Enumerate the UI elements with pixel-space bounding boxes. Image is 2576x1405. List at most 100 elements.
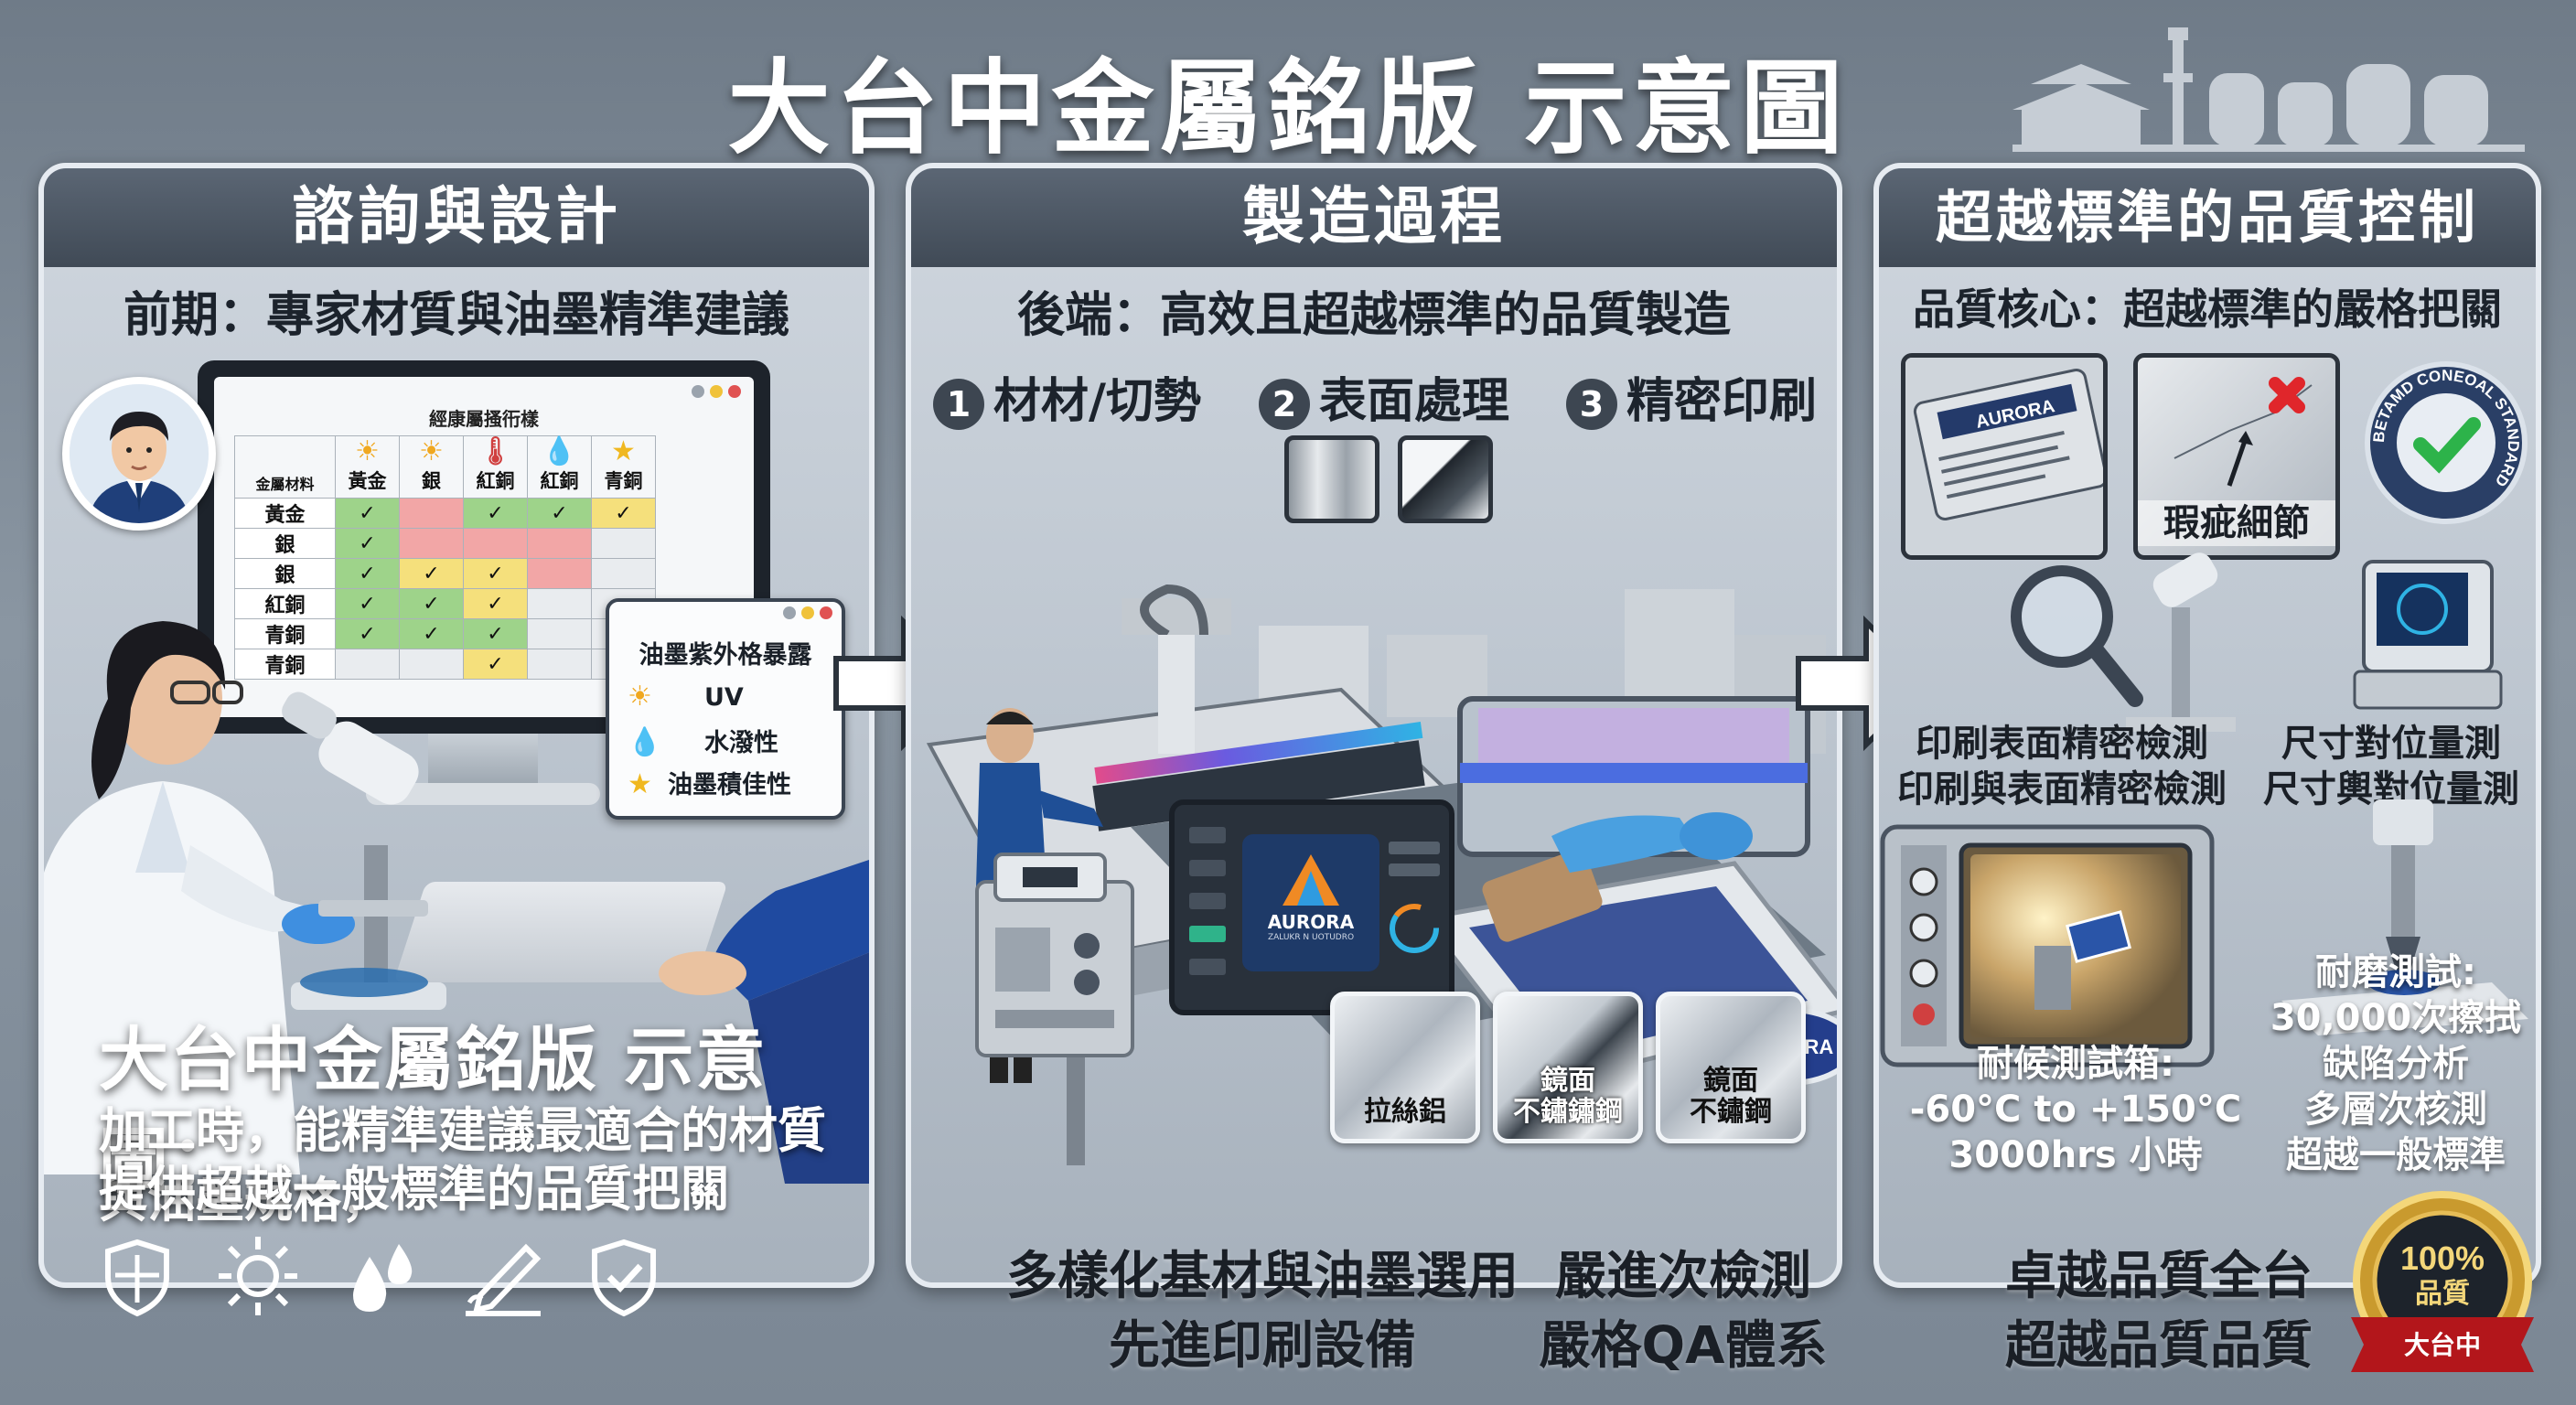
table-row: 青銅✓ (234, 649, 656, 680)
sun-icon: ☀ (355, 435, 380, 467)
bottom-caption-mid: 嚴進次檢測 嚴格QA體系 (1539, 1247, 1828, 1376)
row-label: 銀 (234, 558, 336, 589)
printer-machine-icon (975, 853, 1134, 1057)
ink-item-uv: ☀UV (628, 681, 744, 713)
row-label: 青銅 (234, 618, 336, 649)
tablet-menu-icon (1189, 827, 1226, 975)
badge-quality: 品質 (2415, 1279, 2470, 1309)
page-title: 大台中金屬銘版 示意圖 (727, 49, 1849, 168)
tablet-brand-sub: ZALUKR N UOTUDRO (1267, 933, 1355, 942)
star-icon: ★ (611, 435, 636, 467)
standard-seal-icon: BETAMD CONEOAL STANDARD (2365, 361, 2528, 524)
control-tablet: AURORA ZALUKR N UOTUDRO (1169, 799, 1454, 1015)
table-column-header: 💧紅銅 (527, 435, 592, 499)
table-cell: ✓ (463, 498, 528, 529)
row-label: 紅銅 (234, 588, 336, 619)
consultant-avatar (62, 377, 216, 531)
table-cell (591, 528, 656, 559)
inspect-label-2: 印刷與表面精密檢測 (1897, 768, 2227, 810)
wear-test-block: 耐磨測試: 30,000次擦拭 缺陷分析 多層次核測 超越一般標準 (2270, 951, 2522, 1176)
star-icon: ★ (628, 768, 652, 800)
defect-detail-card: 瑕疵細節 (2133, 353, 2340, 560)
check-shield-icon (592, 1239, 657, 1317)
table-cell: ✓ (463, 649, 528, 680)
table-cell: ✓ (463, 558, 528, 589)
tablet-brand: AURORA (1267, 911, 1355, 933)
table-cell (399, 528, 464, 559)
sun-icon (219, 1237, 298, 1315)
wear-tester-icon (2281, 799, 2528, 1035)
table-cell: ✓ (399, 588, 464, 619)
panel-subtitle: 品質核心：超越標準的嚴格把關 (1913, 284, 2502, 334)
shield-icon (105, 1239, 169, 1317)
corner-label: 金屬材料 (234, 435, 336, 499)
climate-chamber-icon (1880, 824, 2215, 1067)
badge-percent: 100% (2400, 1239, 2485, 1277)
bottom-caption-left: 多樣化基材與油墨選用 先進印刷設備 (1006, 1247, 1519, 1376)
table-column-header: ★青銅 (591, 435, 656, 499)
measure-label-1: 尺寸對位量測 (2281, 723, 2501, 765)
table-cell: ✓ (399, 558, 464, 589)
table-cell (463, 528, 528, 559)
microscope-icon (282, 692, 446, 1010)
table-cell: ✓ (335, 618, 400, 649)
defect-label: 瑕疵細節 (2138, 500, 2335, 546)
table-cell (527, 528, 592, 559)
quality-control-panel: 超越標準的品質控制 品質核心：超越標準的嚴格把關 AURORA 瑕疵細節 BET… (1873, 163, 2541, 1288)
magnifier-microscope-icon (2011, 552, 2236, 732)
ink-exposure-card: 油墨紫外格暴露 ☀UV 💧水潑性 ★油墨積佳性 (606, 598, 845, 820)
badge-ribbon: 大台中 (2404, 1330, 2481, 1359)
table-cell: ✓ (335, 498, 400, 529)
table-cell: ✓ (463, 618, 528, 649)
table-cell: ✓ (527, 498, 592, 529)
panel-header: 諮詢與設計 (44, 168, 869, 267)
table-cell (399, 649, 464, 680)
row-label: 銀 (234, 528, 336, 559)
printed-card-sample: AURORA (1901, 353, 2108, 560)
feature-icons (102, 1235, 699, 1321)
pen-icon (466, 1243, 542, 1316)
defect-icon (2174, 377, 2313, 487)
table-cell: ✓ (335, 528, 400, 559)
table-column-header: ☀銀 (399, 435, 464, 499)
scanner-computer-icon (2353, 560, 2503, 710)
city-skyline-icon (2012, 27, 2525, 152)
window-dots (686, 384, 741, 402)
row-label: 黃金 (234, 498, 336, 529)
panel-subtitle: 前期：專家材質與油墨精準建議 (123, 288, 789, 343)
typist-arm (659, 860, 869, 1184)
material-brushed-aluminum: 拉絲鋁 (1330, 992, 1480, 1143)
table-cell (399, 498, 464, 529)
material-mirror-stainless-1: 鏡面 不鏽鏽鋼 (1493, 992, 1643, 1143)
brushed-swatch (1284, 435, 1379, 523)
water-drops-icon (353, 1244, 413, 1312)
consult-design-panel: 諮詢與設計 前期：專家材質與油墨精準建議 經康屬搔衎樣 金屬材料☀黃金☀銀🌡紅銅… (38, 163, 875, 1288)
thermometer-icon: 🌡 (478, 435, 513, 467)
quality-badge-icon: 100% 品質 大台中 (2351, 1191, 2534, 1372)
table-cell: ✓ (463, 588, 528, 619)
sun-icon: ☀ (419, 435, 444, 467)
table-cell: ✓ (591, 498, 656, 529)
tablet-screen: AURORA ZALUKR N UOTUDRO (1242, 834, 1379, 971)
weather-test-block: 耐候測試箱: -60°C to +150°C 3000hrs 小時 (1909, 1043, 2242, 1176)
table-column-header: ☀黃金 (335, 435, 400, 499)
monitor-title: 經康屬搔衎樣 (429, 408, 539, 430)
material-mirror-stainless-2: 鏡面 不鏽鋼 (1656, 992, 1806, 1143)
table-cell (527, 558, 592, 589)
caption-title: 大台中金屬銘版 示意圖： (99, 1019, 767, 1201)
table-row: 黃金✓✓✓✓ (234, 498, 656, 529)
panel-header: 超越標準的品質控制 (1879, 168, 2536, 267)
caption-line-1: 加工時，能精準建議最適合的材質與油墨規格， (99, 1103, 826, 1228)
sun-icon: ☀ (628, 681, 652, 713)
caption-line-2: 提供超越一般標準的品質把關 (99, 1162, 729, 1217)
scientist-figure (44, 621, 355, 1174)
table-row: 銀✓ (234, 528, 656, 559)
table-column-header: 🌡紅銅 (463, 435, 528, 499)
ink-item-water: 💧水潑性 (628, 726, 778, 758)
water-drop-icon: 💧 (628, 726, 662, 758)
table-cell: ✓ (399, 618, 464, 649)
table-cell (591, 558, 656, 589)
inspect-label-1: 印刷表面精密檢測 (1916, 723, 2208, 765)
